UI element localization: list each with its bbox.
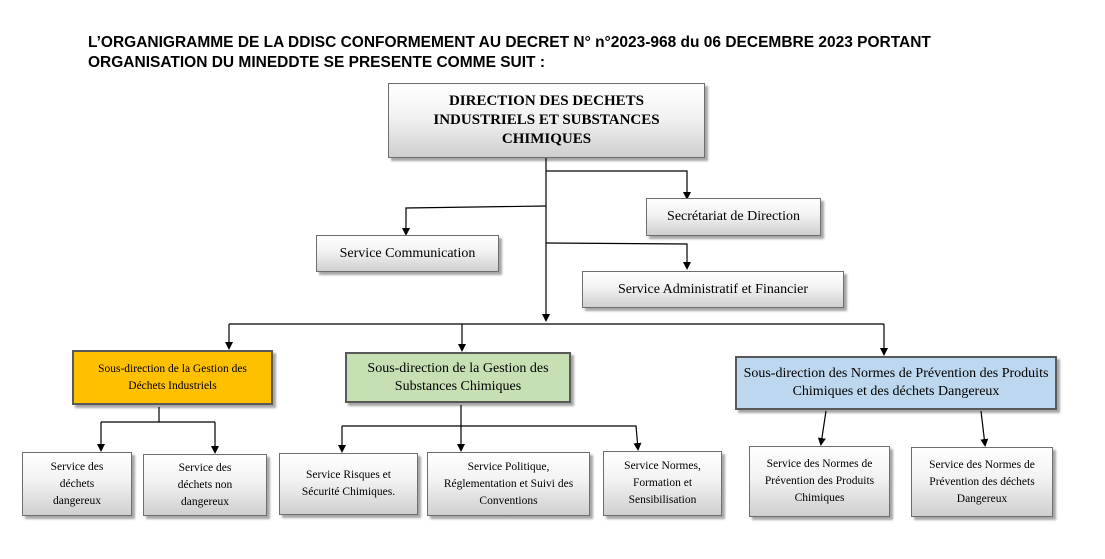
subdir-chemicals-box: Sous-direction de la Gestion des Substan… bbox=[345, 352, 571, 403]
subdir-chemicals-label: Sous-direction de la Gestion des Substan… bbox=[367, 360, 549, 394]
service-box: Service Risques et Sécurité Chimiques. bbox=[279, 453, 418, 515]
admin-finance-label: Service Administratif et Financier bbox=[617, 281, 809, 297]
service-label: Service Normes, Formation et Sensibilisa… bbox=[624, 460, 701, 506]
subdir-industrial-box: Sous-direction de la Gestion des Déchets… bbox=[72, 350, 273, 405]
communication-label: Service Communication bbox=[339, 245, 476, 261]
service-box: Service Normes, Formation et Sensibilisa… bbox=[603, 451, 722, 516]
secretariat-box: Secrétariat de Direction bbox=[646, 198, 821, 236]
service-label: Service des déchets non dangereux bbox=[177, 461, 233, 508]
service-label: Service Politique, Réglementation et Sui… bbox=[443, 460, 574, 507]
service-box: Service Politique, Réglementation et Sui… bbox=[427, 452, 590, 516]
service-label: Service des Normes de Prévention des Pro… bbox=[764, 458, 875, 504]
service-box: Service des déchets non dangereux bbox=[143, 454, 267, 516]
communication-box: Service Communication bbox=[316, 235, 499, 272]
service-label: Service Risques et Sécurité Chimiques. bbox=[301, 469, 396, 498]
subdir-industrial-label: Sous-direction de la Gestion des Déchets… bbox=[98, 362, 247, 392]
service-box: Service des Normes de Prévention des déc… bbox=[911, 447, 1053, 517]
subdir-norms-label: Sous-direction des Normes de Prévention … bbox=[743, 366, 1049, 399]
admin-finance-box: Service Administratif et Financier bbox=[582, 271, 844, 308]
secretariat-label: Secrétariat de Direction bbox=[667, 209, 800, 224]
direction-box: DIRECTION DES DECHETS INDUSTRIELS ET SUB… bbox=[388, 83, 705, 158]
service-label: Service des Normes de Prévention des déc… bbox=[929, 458, 1035, 505]
subdir-norms-box: Sous-direction des Normes de Prévention … bbox=[735, 356, 1057, 410]
page-title: L’ORGANIGRAMME DE LA DDISC CONFORMEMENT … bbox=[88, 34, 931, 71]
direction-label: DIRECTION DES DECHETS INDUSTRIELS ET SUB… bbox=[433, 93, 660, 147]
service-label: Service des déchets dangereux bbox=[50, 460, 104, 507]
service-box: Service des Normes de Prévention des Pro… bbox=[749, 446, 890, 517]
service-box: Service des déchets dangereux bbox=[22, 452, 132, 516]
